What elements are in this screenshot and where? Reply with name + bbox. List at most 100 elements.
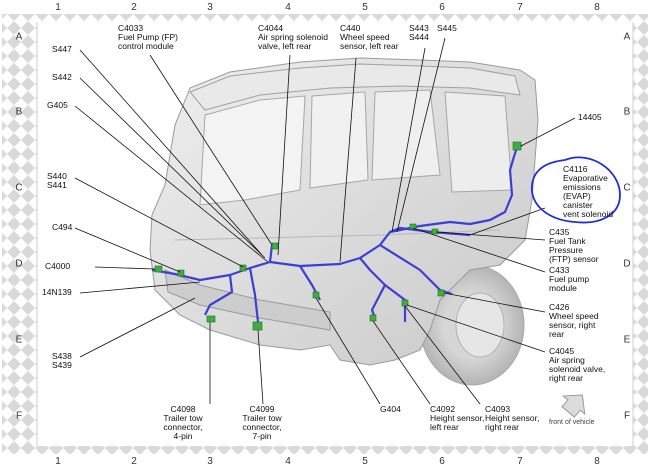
label-14405: 14405 bbox=[578, 113, 602, 122]
label-c4033-line: C4033 bbox=[118, 23, 144, 33]
connector-c426 bbox=[437, 289, 445, 297]
grid-col-6: 6 bbox=[439, 2, 445, 13]
label-c4116-line: canister bbox=[563, 200, 593, 210]
label-c4093-line: C4093 bbox=[485, 404, 511, 414]
label-s438-line: S439 bbox=[52, 360, 72, 370]
label-c4098: C4098 Trailer tow connector, 4-pin bbox=[163, 405, 202, 441]
connector-s440 bbox=[239, 264, 247, 272]
label-c440: C440 Wheel speed sensor, left rear bbox=[340, 24, 399, 51]
label-c4000-line: C4000 bbox=[45, 261, 71, 271]
grid-row-a-right: A bbox=[623, 31, 631, 43]
grid-row-e-right: E bbox=[623, 334, 631, 346]
connector-g404 bbox=[312, 291, 320, 299]
label-c433-line: C433 bbox=[549, 265, 570, 275]
label-c4092-line: C4092 bbox=[430, 404, 456, 414]
label-c4092-line: left rear bbox=[430, 422, 459, 432]
label-c426: C426 Wheel speed sensor, right rear bbox=[549, 303, 599, 339]
label-c4116-line: Evaporative bbox=[563, 173, 608, 183]
label-s438: S438 S439 bbox=[52, 352, 72, 370]
label-c4044: C4044 Air spring solenoid valve, left re… bbox=[258, 24, 328, 51]
connector-c435 bbox=[431, 228, 439, 235]
leader-lines bbox=[74, 37, 576, 405]
label-s440-line: S441 bbox=[47, 180, 67, 190]
label-c4116-line: C4116 bbox=[563, 164, 588, 174]
label-c4093-line: right rear bbox=[485, 422, 520, 432]
label-c426-line: sensor, right bbox=[549, 320, 596, 330]
vehicle-body bbox=[149, 57, 539, 386]
label-c4045-line: C4045 bbox=[549, 346, 575, 356]
label-s438-line: S438 bbox=[52, 351, 72, 361]
label-s440-line: S440 bbox=[47, 171, 67, 181]
label-c4093: C4093 Height sensor, right rear bbox=[485, 405, 539, 432]
front-of-vehicle-label: front of vehicle bbox=[549, 419, 595, 426]
grid-col-4-bottom: 4 bbox=[285, 456, 291, 467]
grid-row-d: D bbox=[15, 258, 23, 270]
label-c494-line: C494 bbox=[52, 222, 73, 232]
label-s447-line: S447 bbox=[52, 44, 72, 54]
label-c4116: C4116 Evaporative emissions (EVAP) canis… bbox=[563, 165, 613, 219]
grid-col-1: 1 bbox=[55, 2, 61, 13]
grid-col-8-bottom: 8 bbox=[594, 456, 600, 467]
label-c433: C433 Fuel pump module bbox=[549, 266, 589, 293]
grid-row-d-right: D bbox=[623, 258, 631, 270]
connector-c4092 bbox=[369, 314, 377, 322]
label-c4116-line: (EVAP) bbox=[563, 191, 591, 201]
connector-c4044 bbox=[271, 242, 279, 250]
label-s443-line: S443 bbox=[409, 23, 429, 33]
label-c426-line: C426 bbox=[549, 302, 570, 312]
label-c4044-line: Air spring solenoid bbox=[258, 32, 328, 42]
grid-col-3-bottom: 3 bbox=[207, 456, 213, 467]
label-s445-line: S445 bbox=[437, 23, 457, 33]
label-g404: G404 bbox=[380, 405, 401, 414]
wiring-harness bbox=[151, 144, 523, 323]
label-c4092: C4092 Height sensor, left rear bbox=[430, 405, 484, 432]
label-c440-line: Wheel speed bbox=[340, 32, 390, 42]
grid-col-5-bottom: 5 bbox=[362, 456, 368, 467]
annotation-circle bbox=[531, 156, 621, 224]
label-c4033-line: control module bbox=[118, 41, 174, 51]
label-c426-line: Wheel speed bbox=[549, 311, 599, 321]
grid-row-c-right: C bbox=[623, 182, 631, 194]
label-c4098-line: 4-pin bbox=[173, 431, 193, 441]
label-c4116-line: emissions bbox=[563, 182, 601, 192]
grid-row-a: A bbox=[15, 31, 23, 43]
label-c4044-line: C4044 bbox=[258, 23, 284, 33]
label-c4116-line: vent solenoid bbox=[563, 209, 614, 219]
label-c4045-line: right rear bbox=[549, 373, 584, 383]
connector-14405 bbox=[512, 141, 522, 151]
grid-col-6-bottom: 6 bbox=[439, 456, 445, 467]
label-c435-line: Pressure bbox=[549, 245, 584, 255]
label-c4033-line: Fuel Pump (FP) bbox=[118, 32, 178, 42]
grid-col-1-bottom: 1 bbox=[55, 456, 61, 467]
label-c435-line: Fuel Tank bbox=[549, 236, 586, 246]
label-c4099-line: Trailer tow bbox=[242, 413, 282, 423]
label-c440-line: sensor, left rear bbox=[340, 41, 399, 51]
label-c4092-line: Height sensor, bbox=[430, 413, 485, 423]
label-s445: S445 bbox=[437, 24, 457, 33]
label-s442-line: S442 bbox=[52, 72, 72, 82]
label-g405-line: G405 bbox=[47, 100, 68, 110]
label-c4099-line: connector, bbox=[242, 422, 282, 432]
grid-col-5: 5 bbox=[362, 2, 368, 13]
label-s440: S440 S441 bbox=[47, 172, 67, 190]
label-s442: S442 bbox=[52, 73, 72, 82]
label-g404-line: G404 bbox=[380, 404, 401, 414]
label-c433-line: module bbox=[549, 283, 577, 293]
grid-col-7-bottom: 7 bbox=[517, 456, 523, 467]
label-g405: G405 bbox=[47, 101, 68, 110]
label-s443: S443 S444 bbox=[409, 24, 429, 42]
connectors bbox=[154, 141, 522, 331]
label-s443-line: S444 bbox=[409, 32, 429, 42]
label-c4000: C4000 bbox=[45, 262, 70, 271]
connector-c4000 bbox=[154, 265, 163, 273]
grid-row-f: F bbox=[15, 410, 23, 422]
label-c435-line: (FTP) sensor bbox=[549, 254, 599, 264]
grid-col-4: 4 bbox=[285, 2, 291, 13]
label-c4098-line: connector, bbox=[163, 422, 203, 432]
label-14n139-line: 14N139 bbox=[42, 287, 72, 297]
label-c4044-line: valve, left rear bbox=[258, 41, 312, 51]
label-c4033: C4033 Fuel Pump (FP) control module bbox=[118, 24, 178, 51]
connector-c4099 bbox=[252, 321, 263, 331]
grid-row-e: E bbox=[15, 334, 23, 346]
